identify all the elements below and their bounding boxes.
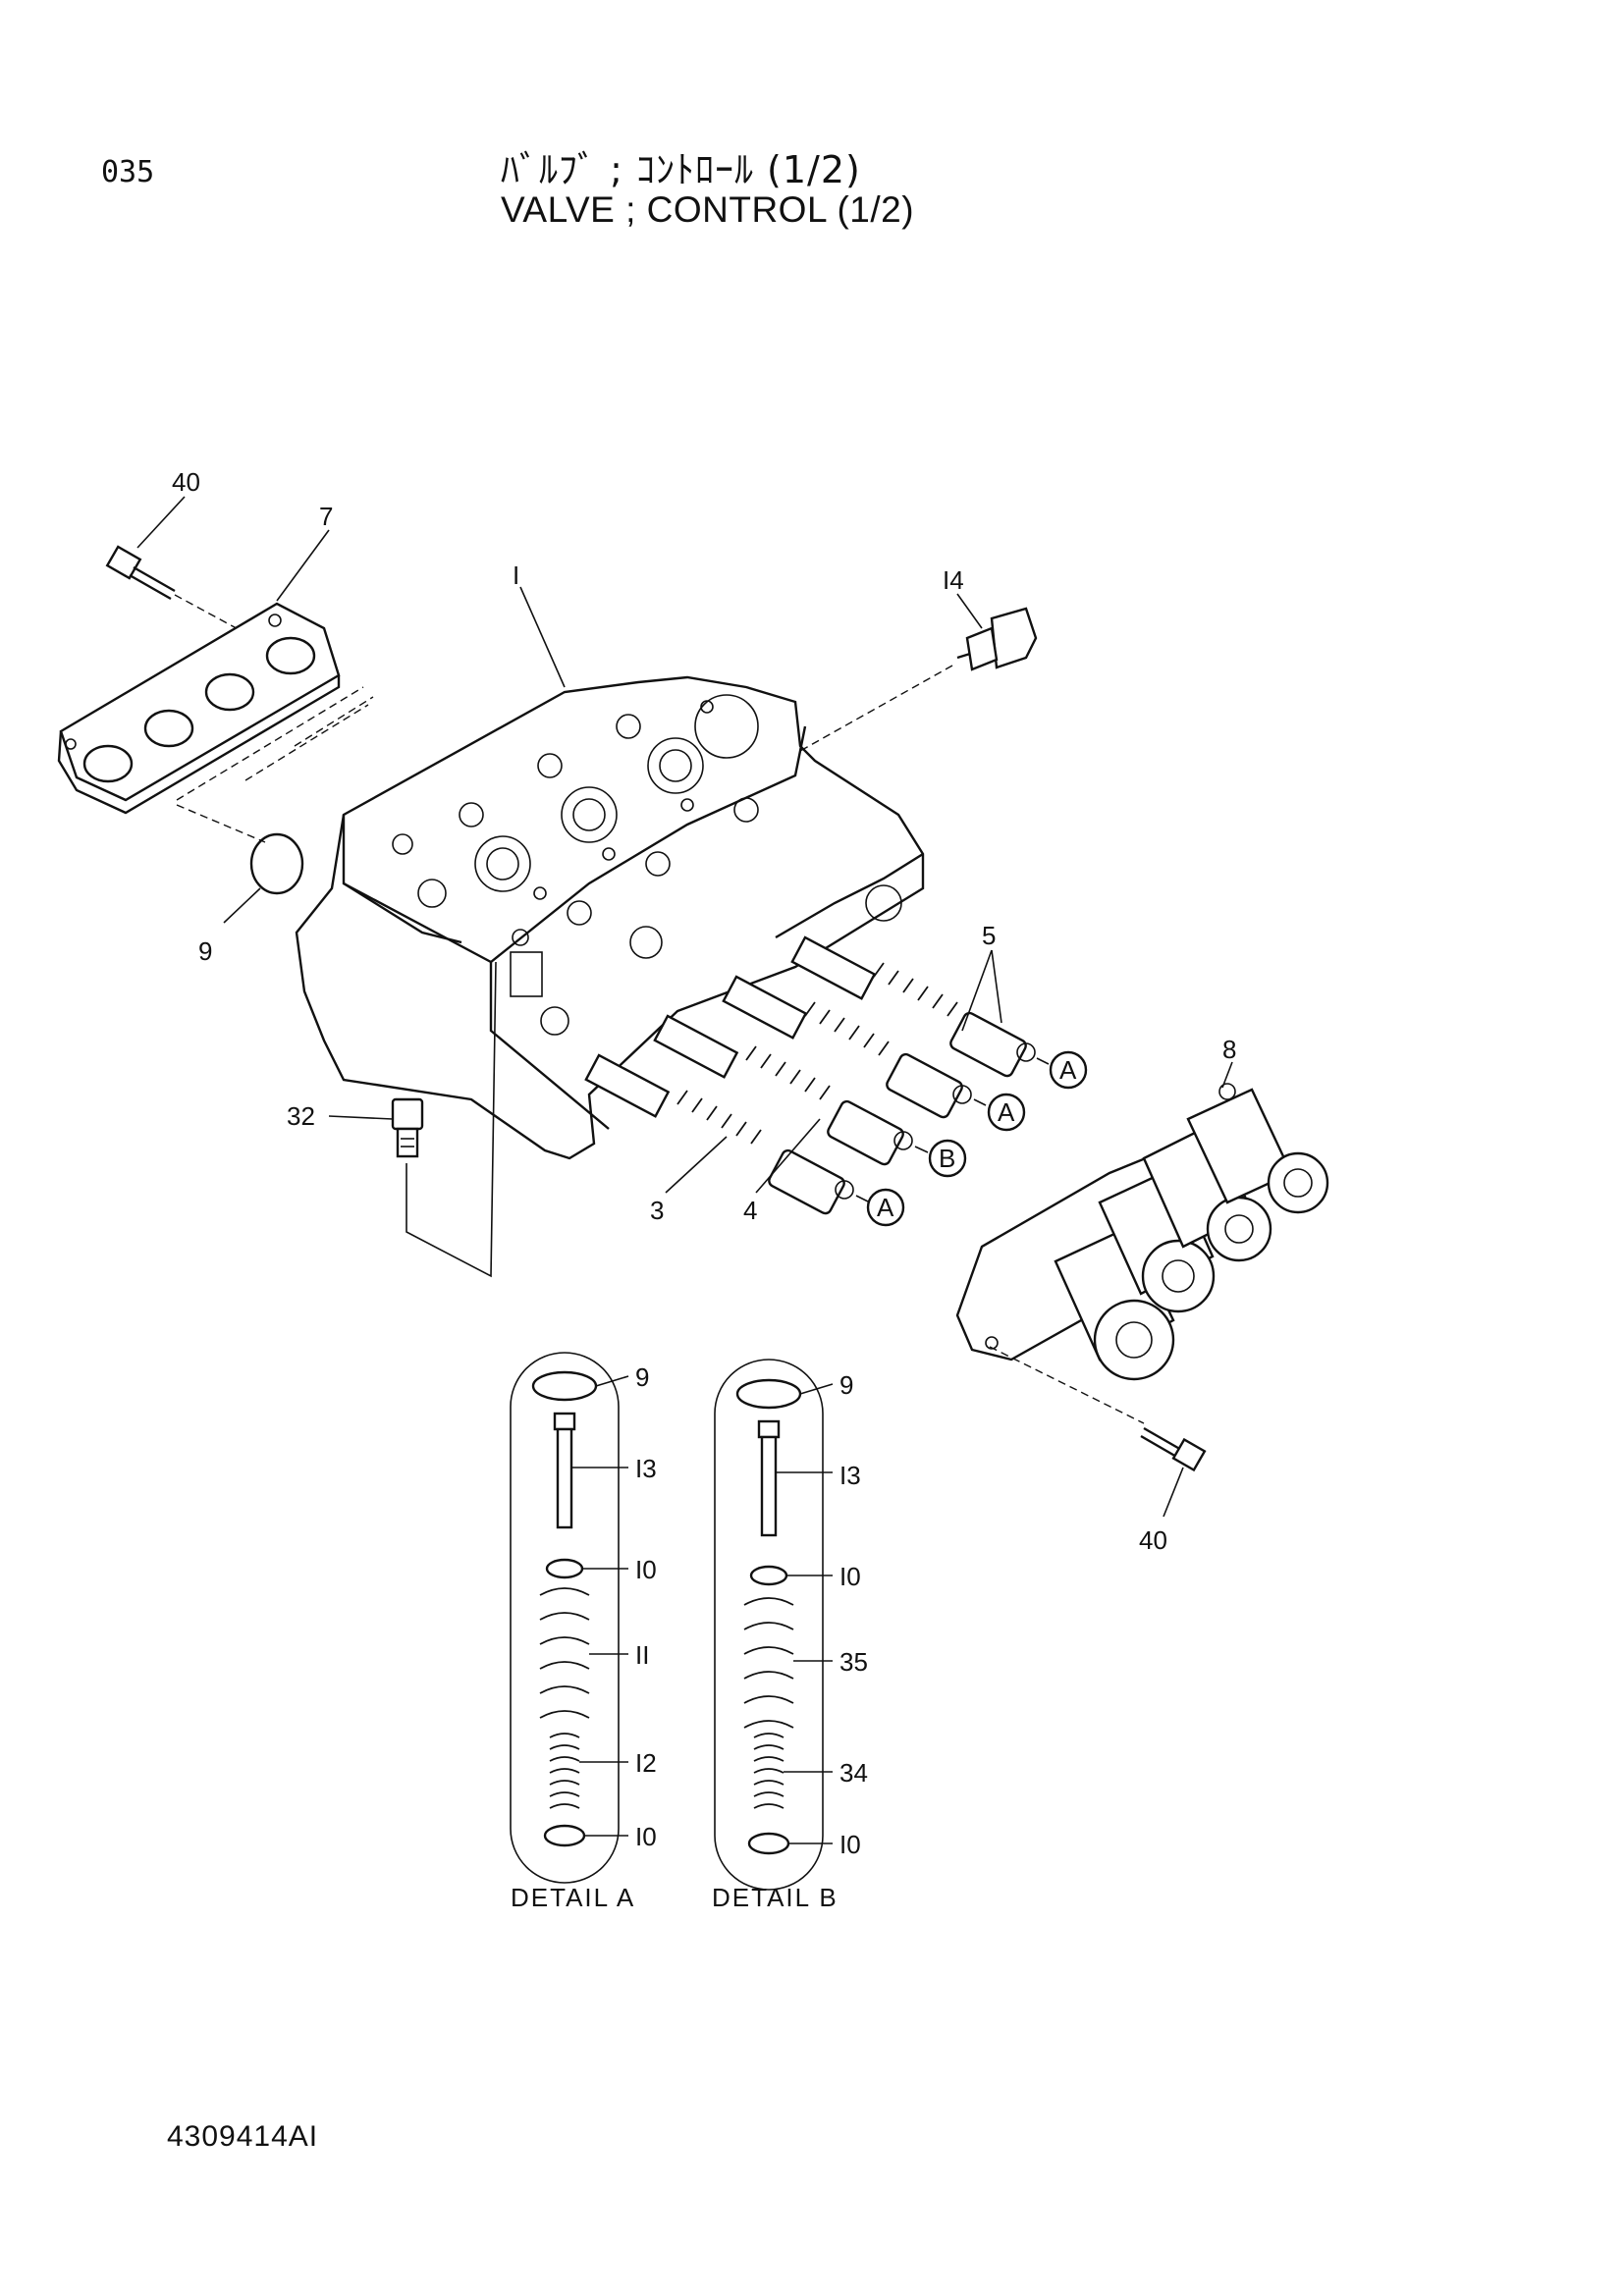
callout-40-top: 40 <box>172 467 200 497</box>
callout-8: 8 <box>1222 1035 1236 1064</box>
callout-3: 3 <box>650 1196 664 1225</box>
detail-b-part-1: 9 <box>839 1370 853 1400</box>
detail-a-part-6: I0 <box>635 1822 657 1851</box>
leader-3 <box>665 1136 728 1194</box>
detail-a-label: DETAIL A <box>511 1883 635 1912</box>
leader-32 <box>328 1115 394 1120</box>
callout-7: 7 <box>319 502 333 531</box>
leader-5 <box>961 949 993 1032</box>
detail-a-part-3: I0 <box>635 1555 657 1584</box>
cover-plate-7 <box>57 602 341 815</box>
leader-40-right <box>1163 1467 1184 1518</box>
detail-b-part-2: I3 <box>839 1461 861 1490</box>
plug-14 <box>956 607 1038 671</box>
detail-a-part-4: II <box>635 1640 649 1670</box>
detail-b-part-6: I0 <box>839 1830 861 1859</box>
title-english: VALVE ; CONTROL (1/2) <box>501 189 915 230</box>
callout-14: I4 <box>943 565 964 595</box>
callout-9-left: 9 <box>198 936 212 966</box>
detail-b-part-4: 35 <box>839 1647 868 1677</box>
detail-b <box>714 1359 834 1891</box>
callout-40-right: 40 <box>1139 1525 1167 1555</box>
detail-b-label: DETAIL B <box>712 1883 839 1912</box>
o-ring-9-left <box>249 832 304 895</box>
cap-block-8 <box>955 1083 1329 1381</box>
page-number: 035 <box>101 155 155 189</box>
leader-8 <box>1221 1061 1233 1089</box>
leader-7 <box>276 529 330 602</box>
leader-40-top <box>136 496 186 549</box>
callout-1: I <box>513 561 519 590</box>
spool-assembly <box>584 935 1036 1215</box>
detail-a <box>510 1352 629 1884</box>
detail-a-part-2: I3 <box>635 1454 657 1483</box>
leader-4 <box>755 1118 821 1194</box>
bolt-40-top <box>105 545 246 634</box>
mark-b: B <box>939 1144 955 1173</box>
callout-4: 4 <box>743 1196 757 1225</box>
detail-b-part-3: I0 <box>839 1562 861 1591</box>
mark-a-2: A <box>998 1097 1015 1127</box>
mark-a-1: A <box>1059 1055 1077 1085</box>
leader-9-left <box>223 887 261 924</box>
leader-14 <box>956 593 983 629</box>
detail-a-part-1: 9 <box>635 1362 649 1392</box>
detail-a-part-5: I2 <box>635 1748 657 1778</box>
callout-5: 5 <box>982 921 996 950</box>
detail-b-part-5: 34 <box>839 1758 868 1788</box>
plug-32 <box>391 1097 424 1158</box>
document-code: 4309414AI <box>167 2120 319 2153</box>
title-japanese: ﾊﾞﾙﾌﾞ ; ｺﾝﾄﾛｰﾙ (1/2) <box>501 148 861 191</box>
leader-1 <box>519 586 566 688</box>
bolt-40-right <box>1140 1426 1207 1472</box>
callout-32: 32 <box>287 1101 315 1131</box>
mark-a-3: A <box>877 1193 894 1222</box>
